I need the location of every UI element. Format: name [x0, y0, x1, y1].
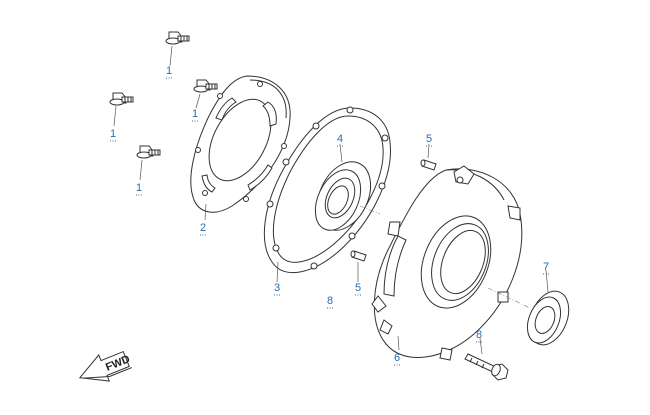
callout-8-left: 8	[327, 295, 333, 307]
callout-1-low: 1	[136, 182, 142, 194]
callout-5-lower: 5	[355, 282, 361, 294]
callout-2: 2	[200, 222, 206, 234]
bolt-part-8	[464, 353, 509, 381]
callout-3: 3	[274, 282, 280, 294]
forward-direction-marker: FWD	[78, 350, 133, 382]
bearing-part-4	[314, 161, 372, 231]
plate-part-2	[190, 75, 291, 213]
cover-housing-part-6	[371, 165, 523, 361]
dowel-pin-part-5-upper	[420, 159, 437, 171]
callout-1-top: 1	[166, 65, 172, 77]
bolt-part-1-low	[136, 145, 161, 159]
callout-6: 6	[394, 352, 400, 364]
dowel-pin-part-5-lower	[350, 250, 367, 262]
callout-1-mid: 1	[192, 108, 198, 120]
bolt-part-1-top	[165, 31, 190, 45]
callout-8-right: 8	[476, 329, 482, 341]
assembly-axis	[359, 205, 531, 309]
callout-7: 7	[543, 261, 549, 273]
leader-lines	[113, 45, 549, 355]
oil-seal-part-7	[526, 290, 570, 346]
bolt-part-1-left	[109, 92, 134, 106]
callout-1-left: 1	[110, 128, 116, 140]
callout-5-upper: 5	[426, 133, 432, 145]
callout-labels: 1 1 1 1 2 3 4 5 5 6 7 8 8	[110, 65, 550, 366]
callout-4: 4	[337, 133, 343, 145]
bolt-part-1-mid	[193, 79, 218, 93]
